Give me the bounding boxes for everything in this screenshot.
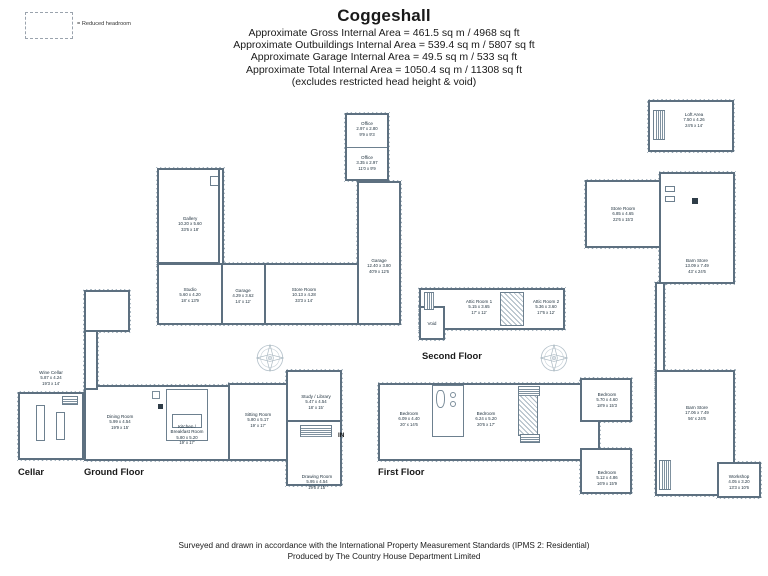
room-garage-large: Garage 12.40 x 3.80 40'9 x 12'6 <box>367 258 391 274</box>
study-library-room <box>285 369 343 423</box>
floor-label-second: Second Floor <box>422 350 482 361</box>
drawing-room <box>285 419 343 487</box>
barn-lower-stair <box>659 460 671 490</box>
room-attic-2: Attic Room 2 5.36 x 3.60 17'6 x 12' <box>532 299 560 315</box>
room-barn-store-upper: Barn Store 13.09 x 7.49 43' x 24'6 <box>685 258 709 274</box>
room-office-2: Office 3.35 x 2.97 11'0 x 9'9 <box>356 155 378 171</box>
compass-rose-icon-2 <box>540 344 568 372</box>
room-barn-store-lower: Barn Store 17.06 x 7.49 56' x 24'6 <box>685 405 709 421</box>
room-sitting: Sitting Room 5.80 x 5.17 19' x 17' <box>244 412 272 428</box>
room-studio: Studio 5.60 x 4.20 18' x 13'9 <box>179 287 201 303</box>
room-study-library: Study / Library 5.47 x 4.54 18' x 15' <box>301 394 331 410</box>
cellar-rack-2 <box>56 412 65 440</box>
room-bedroom-4: Bedroom 5.12 x 4.86 16'9 x 15'9 <box>596 470 618 486</box>
ground-link-wall <box>83 329 99 391</box>
compass-rose-icon <box>256 344 284 372</box>
basin-fixture <box>450 392 456 398</box>
legend: = Reduced headroom <box>25 12 149 39</box>
barn-upper-fixture-1 <box>665 186 675 192</box>
cellar-stair <box>62 396 78 405</box>
kitchen-island <box>172 414 202 428</box>
floor-label-cellar: Cellar <box>18 466 45 477</box>
barn-upper-fixture-2 <box>665 196 675 202</box>
room-gallery: Gallery 10.20 x 5.60 33'6 x 18' <box>178 216 202 232</box>
void-label: Void <box>427 321 437 326</box>
area-line-outbuildings: Approximate Outbuildings Internal Area =… <box>233 39 535 52</box>
office-divider <box>347 147 387 148</box>
first-floor-stair <box>518 386 540 396</box>
kitchen-range <box>158 404 163 409</box>
store-room-outbuilding <box>263 262 361 326</box>
barn-upper-stove <box>692 198 698 204</box>
room-store-barn: Store Room 6.85 x 4.65 22'6 x 15'3 <box>610 206 636 222</box>
room-bedroom-2: Bedroom 6.24 x 5.20 20'6 x 17' <box>475 411 497 427</box>
first-floor-main-block <box>377 382 601 462</box>
floor-label-first: First Floor <box>378 466 425 477</box>
page-title: Coggeshall <box>337 6 431 25</box>
area-line-exclusion: (excludes restricted head height & void) <box>291 75 477 88</box>
floor-label-ground: Ground Floor <box>84 466 144 477</box>
area-line-total: Approximate Total Internal Area = 1050.4… <box>246 63 522 76</box>
room-bedroom-3: Bedroom 5.70 x 4.60 18'9 x 15'3 <box>596 392 618 408</box>
room-attic-1: Attic Room 1 5.15 x 3.65 17' x 12' <box>465 299 493 315</box>
room-garage-small: Garage 4.29 x 3.62 14' x 12' <box>232 288 254 304</box>
loft-stair <box>653 110 665 140</box>
room-drawing: Drawing Room 5.95 x 4.54 19'6 x 15' <box>301 474 333 490</box>
area-line-gross: Approximate Gross Internal Area = 461.5 … <box>248 27 520 39</box>
room-bedroom-1: Bedroom 6.09 x 4.40 20' x 14'6 <box>398 411 420 427</box>
store-room-barn <box>584 179 662 249</box>
room-store-outbuilding: Store Room 10.13 x 4.28 33'3 x 14' <box>291 287 317 303</box>
ground-west-annex <box>83 289 131 333</box>
attic-stair <box>424 292 434 310</box>
garage-large-room <box>356 180 402 326</box>
bedroom-3-room <box>579 377 633 423</box>
entrance-label: IN <box>338 432 345 439</box>
first-floor-stair-lower <box>520 434 540 443</box>
kitchen-fixture <box>152 391 160 399</box>
footer-line-standards: Surveyed and drawn in accordance with th… <box>178 541 590 550</box>
cellar-rack-1 <box>36 405 45 441</box>
area-summary: Approximate Gross Internal Area = 461.5 … <box>0 27 768 88</box>
room-dining: Dining Room 5.99 x 4.54 19'9 x 15' <box>106 414 134 430</box>
spine-wall <box>217 167 225 267</box>
studio-room <box>156 262 224 326</box>
sitting-room <box>227 382 289 462</box>
room-wine-cellar: Wine Cellar 5.87 x 4.24 19'3 x 14' <box>39 370 63 386</box>
ground-hall-stair <box>300 425 332 437</box>
room-office-1: Office 2.97 x 2.80 9'9 x 9'3 <box>356 121 378 137</box>
footer-line-producer: Produced by The Country House Department… <box>287 551 481 561</box>
attic-stair-hatch <box>500 292 524 326</box>
room-kitchen: Kitchen / Breakfast Room 5.80 x 5.20 19'… <box>170 424 204 445</box>
landing-restricted-hatch <box>518 390 538 436</box>
reduced-headroom-swatch <box>25 12 73 39</box>
wc-fixture <box>450 401 456 407</box>
legend-label: = Reduced headroom <box>77 21 131 27</box>
area-line-garage: Approximate Garage Internal Area = 49.5 … <box>250 51 518 64</box>
loft-area-room <box>647 99 735 153</box>
workshop-room <box>716 461 762 499</box>
bedroom-4-room <box>579 447 633 495</box>
footer: Surveyed and drawn in accordance with th… <box>0 541 768 562</box>
bath-fixture <box>436 390 445 408</box>
room-loft-area: Loft Area 7.50 x 4.26 24'6 x 14' <box>683 112 705 128</box>
room-workshop: Workshop 4.05 x 3.20 13'3 x 10'6 <box>728 474 750 490</box>
